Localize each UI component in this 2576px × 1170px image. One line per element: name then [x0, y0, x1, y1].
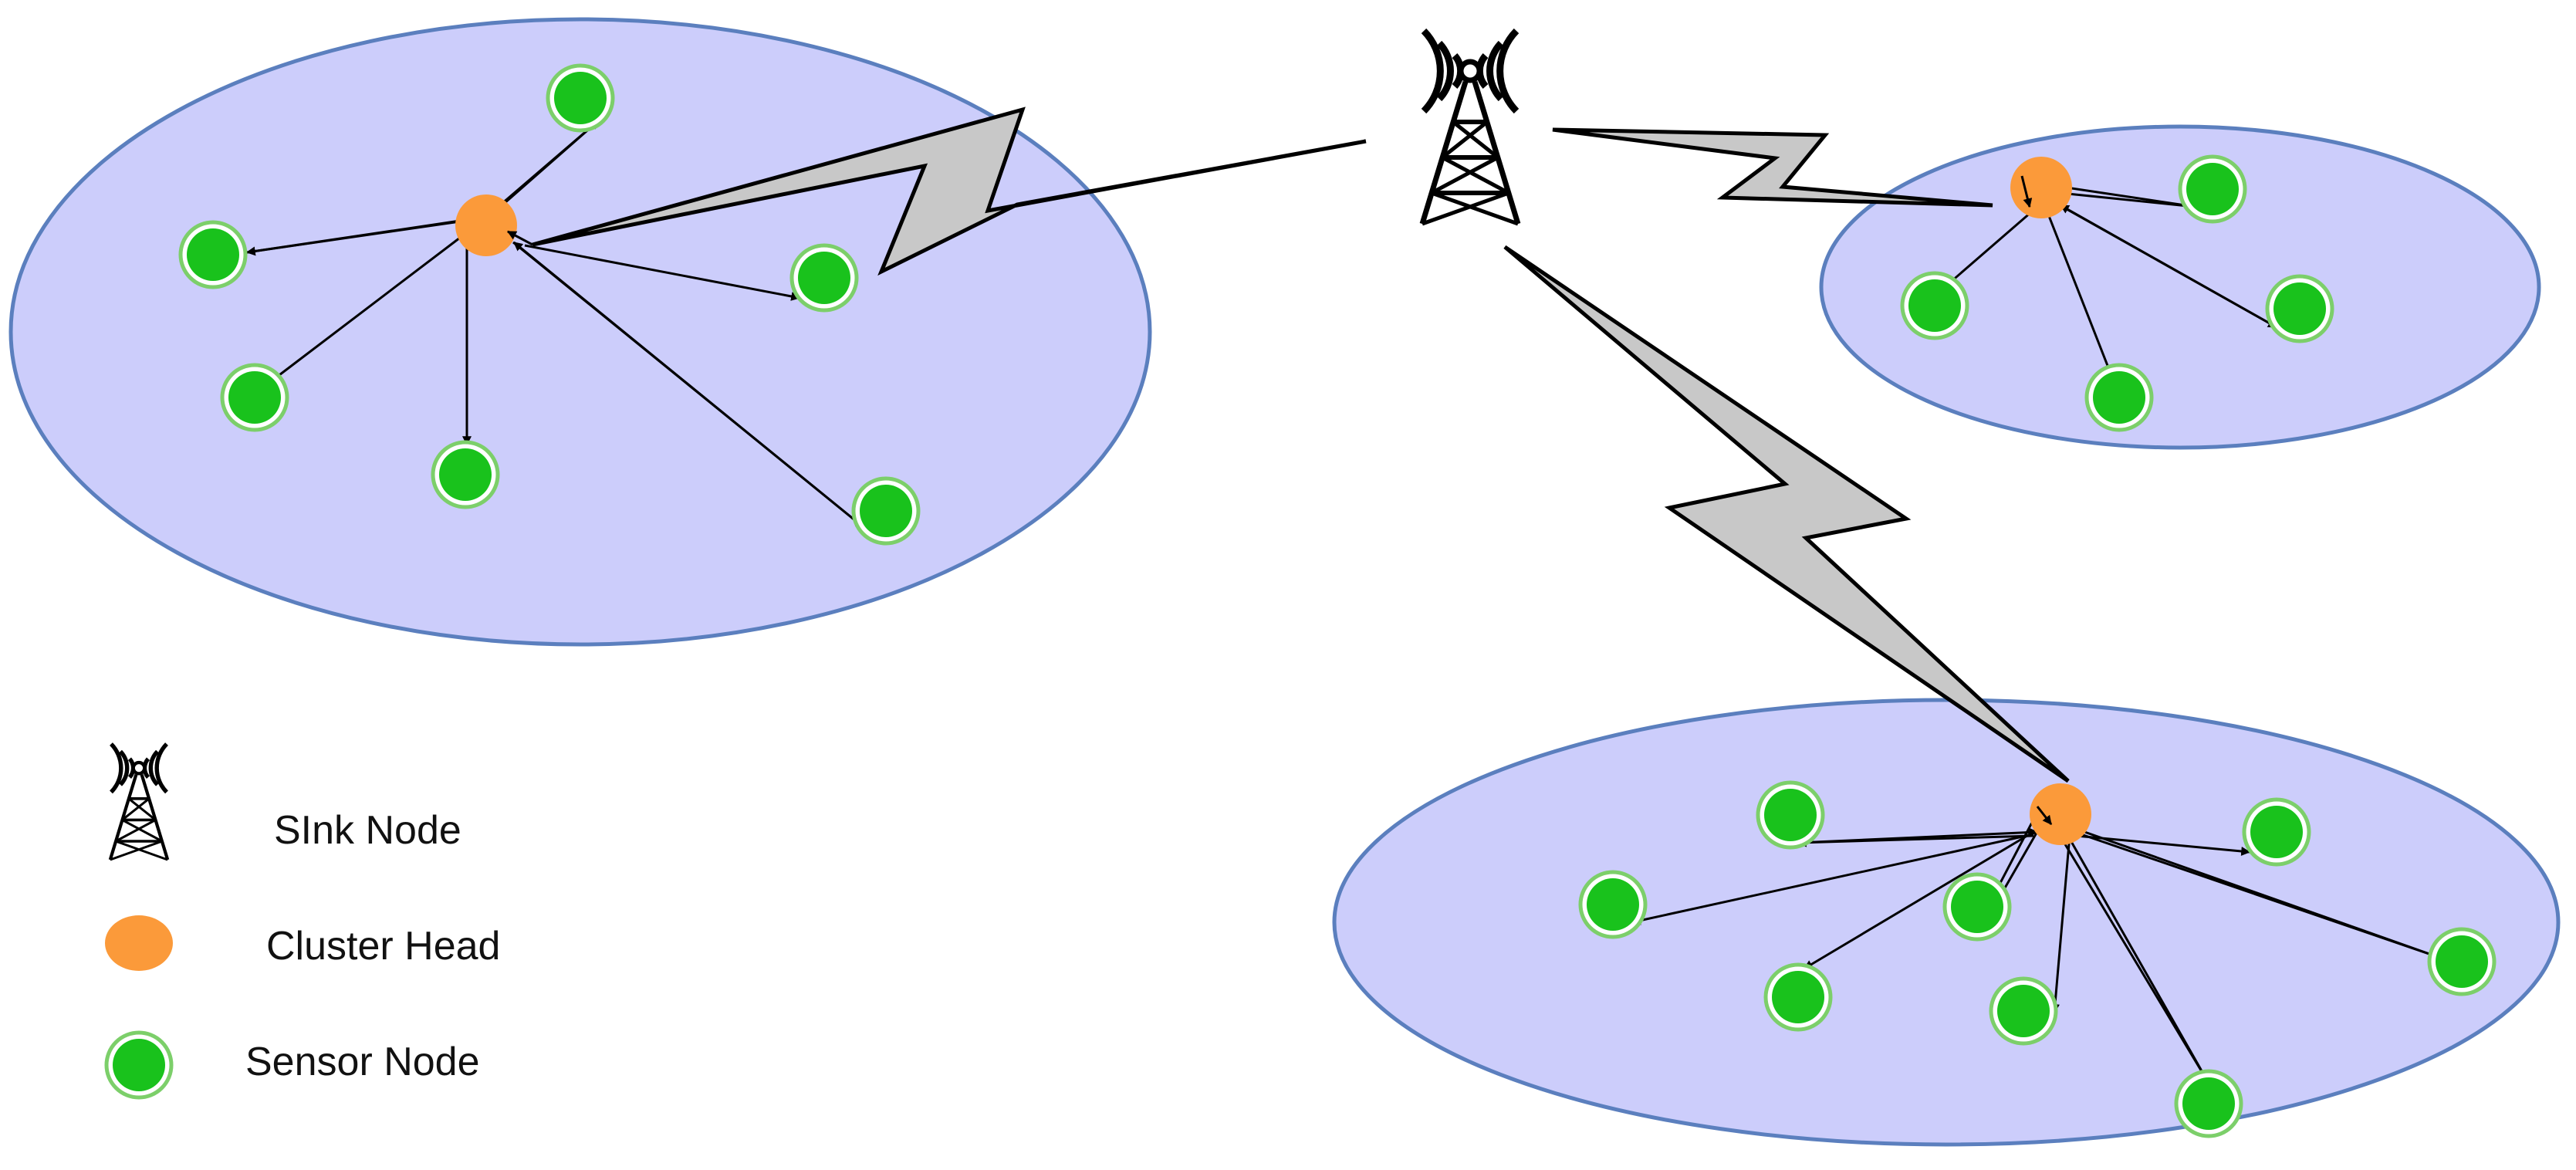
- legend-sink-node-label: SInk Node: [274, 808, 461, 853]
- link-arrow: [2042, 201, 2121, 397]
- sink-node-tower-icon: [1422, 31, 1518, 224]
- link-arrow: [1944, 205, 2038, 289]
- link-arrow: [498, 119, 600, 210]
- sensor-node: [2267, 276, 2332, 341]
- sensor-node: [1758, 783, 1823, 847]
- cluster-head-node: [455, 194, 517, 256]
- sensor-node: [2087, 365, 2152, 430]
- sensor-node: [2176, 1071, 2241, 1136]
- link-arrow: [2074, 827, 2443, 960]
- sensor-node: [792, 245, 857, 310]
- link-arrow: [2020, 175, 2033, 208]
- sensor-node: [181, 222, 245, 287]
- sensor-node: [1902, 273, 1967, 338]
- link-arrow: [524, 244, 801, 301]
- sensor-node: [222, 365, 287, 430]
- cluster-area-bottom-right: [1332, 698, 2561, 1147]
- cluster-head-node: [2030, 783, 2091, 845]
- sensor-node: [1766, 965, 1831, 1030]
- link-arrow: [2036, 806, 2053, 825]
- cluster-head-node: [2010, 157, 2072, 218]
- legend-cluster-head-icon: [105, 915, 173, 971]
- cluster-left: [181, 66, 918, 543]
- sensor-node: [1945, 874, 2010, 939]
- cluster-area-top-right: [1819, 124, 2541, 450]
- legend-sensor-node-icon: [106, 1033, 171, 1097]
- link-arrow: [2065, 832, 2209, 1081]
- link-arrow: [506, 230, 533, 246]
- cluster-top-right: [1902, 157, 2332, 430]
- sensor-node: [548, 66, 613, 130]
- link-arrow: [513, 241, 865, 529]
- link-arrow: [1803, 830, 2034, 970]
- link-arrow: [2059, 204, 2277, 329]
- legend-sensor-node-label: Sensor Node: [245, 1040, 480, 1084]
- sensor-node: [2244, 800, 2309, 864]
- cluster-bottom-right: [1580, 783, 2494, 1136]
- legend-sink-tower-icon: [110, 744, 167, 860]
- sensor-node: [1580, 872, 1645, 937]
- wireless-link-bolt-bottom: [1503, 245, 2070, 783]
- wireless-link-bolt-top-right: [1552, 127, 1993, 208]
- sensor-node: [854, 478, 918, 543]
- link-arrow: [269, 234, 464, 384]
- sensor-node: [433, 442, 498, 507]
- link-arrow: [2050, 834, 2071, 1014]
- wireless-link-bolt-left: [532, 107, 1367, 276]
- link-arrow: [2050, 181, 2196, 208]
- sensor-node: [1991, 979, 2056, 1043]
- link-arrow: [1797, 827, 2039, 844]
- link-arrow: [1631, 834, 2030, 925]
- legend-cluster-head-label: Cluster Head: [266, 924, 501, 969]
- sensor-node: [2180, 157, 2245, 221]
- sensor-node: [2429, 929, 2494, 994]
